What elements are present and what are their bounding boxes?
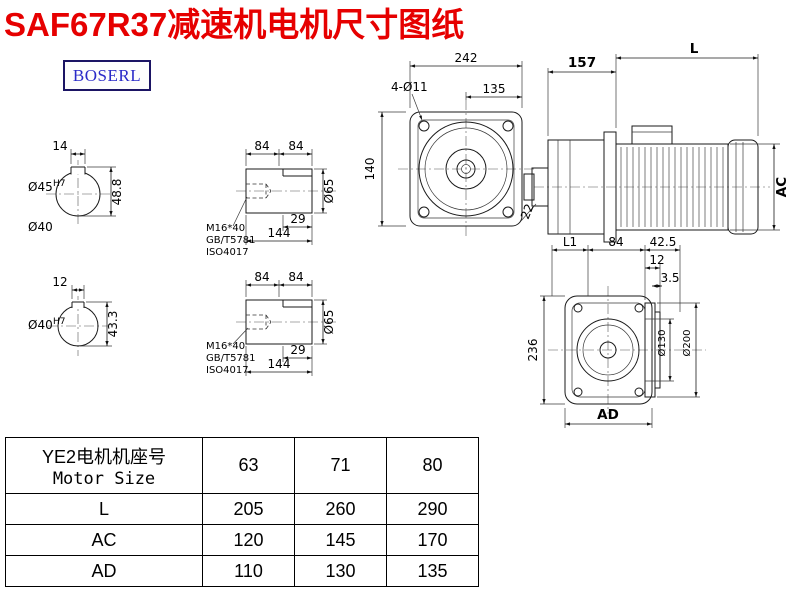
dim-front-angle: 22 bbox=[518, 202, 537, 221]
brand-logo-text: BOSERL bbox=[72, 65, 142, 85]
dim-motor-dia: AC bbox=[774, 177, 790, 197]
table-header-motor-size: YE2电机机座号 Motor Size bbox=[5, 437, 203, 494]
value-L-63: 205 bbox=[202, 493, 295, 525]
dim-front-holes: 4-Ø11 bbox=[391, 80, 428, 94]
dim-seg1-bottom: 84 bbox=[254, 270, 269, 284]
dim-keylen-top: 29 bbox=[290, 212, 305, 226]
dim-motor-length: L bbox=[690, 41, 699, 57]
value-AD-80: 135 bbox=[386, 555, 479, 587]
dim-keylen-bottom: 29 bbox=[290, 343, 305, 357]
dim-bore-tol-bottom: H7 bbox=[53, 317, 66, 327]
value-AC-71: 145 bbox=[294, 524, 387, 556]
dim-output-dia-inner: Ø130 bbox=[656, 330, 668, 357]
output-flange-view: L1 84 42.5 12 3.5 236 Ø130 Ø200 AD bbox=[526, 235, 706, 428]
table-header-en: Motor Size bbox=[52, 468, 156, 489]
size-col-3: 80 bbox=[386, 437, 479, 494]
row-label-AC: AC bbox=[5, 524, 203, 556]
dim-bore-height-bottom: 43.3 bbox=[106, 311, 120, 338]
dim-output-dia-outer: Ø200 bbox=[681, 330, 693, 357]
table-row-AD: AD 110 130 135 bbox=[5, 555, 479, 587]
label-shaft-dia: Ø40 bbox=[28, 220, 53, 234]
dim-output-d: 3.5 bbox=[660, 271, 679, 285]
size-col-2: 71 bbox=[294, 437, 387, 494]
page-title: SAF67R37减速机电机尺寸图纸 bbox=[4, 6, 465, 43]
dim-keyway-width-bottom: 12 bbox=[52, 275, 67, 289]
dim-front-height: 140 bbox=[363, 158, 377, 181]
dim-output-c: 12 bbox=[649, 253, 664, 267]
label-bolt-top: M16*40 bbox=[206, 223, 245, 234]
table-header-cn: YE2电机机座号 bbox=[41, 446, 167, 467]
label-std1-bottom: GB/T5781 bbox=[206, 353, 256, 364]
dim-front-flange: 135 bbox=[483, 82, 506, 96]
label-std2-bottom: ISO4017 bbox=[206, 365, 249, 376]
row-label-L: L bbox=[5, 493, 203, 525]
dim-total-top: 144 bbox=[268, 226, 291, 240]
table-row-L: L 205 260 290 bbox=[5, 493, 479, 525]
dim-bore-tol-top: H7 bbox=[53, 179, 66, 189]
dim-shaft-dia-top: Ø65 bbox=[322, 179, 336, 204]
dim-seg2-top: 84 bbox=[288, 139, 303, 153]
value-L-80: 290 bbox=[386, 493, 479, 525]
value-L-71: 260 bbox=[294, 493, 387, 525]
label-std2-top: ISO4017 bbox=[206, 247, 249, 258]
dim-output-b: 42.5 bbox=[650, 235, 677, 249]
shaft-bore-view-top: 14 Ø45 H7 48.8 Ø40 bbox=[28, 139, 124, 234]
shaft-side-view-bottom: 84 84 29 144 Ø65 M16*40 GB/T5781 ISO4017 bbox=[206, 270, 336, 376]
value-AD-71: 130 bbox=[294, 555, 387, 587]
dim-output-ad: AD bbox=[597, 407, 619, 423]
dim-gearbox-length: 157 bbox=[568, 55, 596, 71]
size-col-1: 63 bbox=[202, 437, 295, 494]
motor-size-table: YE2电机机座号 Motor Size 63 71 80 L 205 260 2… bbox=[5, 437, 479, 587]
value-AD-63: 110 bbox=[202, 555, 295, 587]
dim-bore-dia-bottom: Ø40 bbox=[28, 318, 53, 332]
table-row-AC: AC 120 145 170 bbox=[5, 524, 479, 556]
gearbox-front-view: 242 135 4-Ø11 140 22 bbox=[363, 51, 537, 238]
dim-output-height: 236 bbox=[526, 339, 540, 362]
shaft-bore-view-bottom: 12 Ø40 H7 43.3 bbox=[28, 275, 120, 356]
value-AC-63: 120 bbox=[202, 524, 295, 556]
dim-output-a: 84 bbox=[608, 235, 623, 249]
dim-seg2-bottom: 84 bbox=[288, 270, 303, 284]
label-bolt-bottom: M16*40 bbox=[206, 341, 245, 352]
shaft-side-view-top: 84 84 29 144 Ø65 M16*40 GB/T5781 ISO4017 bbox=[206, 139, 336, 258]
label-std1-top: GB/T5781 bbox=[206, 235, 256, 246]
row-label-AD: AD bbox=[5, 555, 203, 587]
motor-side-view: 157 L AC bbox=[523, 41, 790, 243]
dim-total-bottom: 144 bbox=[268, 357, 291, 371]
dim-shaft-dia-bottom: Ø65 bbox=[322, 310, 336, 335]
brand-logo: BOSERL bbox=[63, 60, 151, 91]
dim-front-width: 242 bbox=[455, 51, 478, 65]
dim-output-l1: L1 bbox=[563, 235, 577, 249]
technical-drawing: 14 Ø45 H7 48.8 Ø40 12 Ø40 H7 43.3 bbox=[28, 41, 790, 428]
dim-keyway-width-top: 14 bbox=[52, 139, 67, 153]
dim-seg1-top: 84 bbox=[254, 139, 269, 153]
dim-bore-dia-top: Ø45 bbox=[28, 180, 53, 194]
dim-bore-height-top: 48.8 bbox=[110, 179, 124, 206]
value-AC-80: 170 bbox=[386, 524, 479, 556]
